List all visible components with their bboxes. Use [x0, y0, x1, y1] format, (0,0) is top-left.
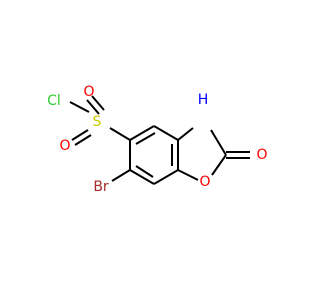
bond-s-o1-a: [91, 95, 105, 111]
background: [0, 0, 300, 300]
bond-s-cl: [69, 101, 90, 113]
bond-s-o2-a: [71, 129, 89, 141]
bond-c3-n: [177, 127, 194, 141]
bond-c6-br: [111, 169, 131, 182]
bond-c4-c5: [153, 169, 179, 185]
sulfonyl-oxygen-bottom-label: O: [59, 138, 70, 154]
bond-c1-s: [109, 127, 131, 141]
bond-c5-c6: [129, 169, 155, 185]
bond-c2o-oring: [211, 154, 227, 176]
bond-s-o2-b: [74, 134, 92, 146]
bond-c1-c2-inner: [135, 132, 156, 145]
bond-s-o1-b: [86, 99, 100, 115]
molecule-structure: Cl S O O H O O Br: [0, 0, 300, 300]
bond-c1-c2: [129, 125, 155, 141]
bonds: [69, 95, 250, 185]
sulfur-label: S: [93, 114, 102, 130]
nitrogen-hydrogen-label: H: [198, 92, 209, 108]
bond-oring-c4: [177, 169, 199, 181]
bond-n-c2o: [210, 129, 227, 156]
bond-c5-c6-inner: [135, 165, 154, 178]
carbonyl-oxygen-label: O: [256, 147, 267, 163]
bond-c2-c3: [153, 125, 179, 141]
chlorine-label: Cl: [47, 93, 61, 109]
bromine-label: Br: [93, 179, 109, 195]
atom-labels: Cl S O O H O O Br: [47, 84, 267, 195]
ring-oxygen-label: O: [199, 174, 210, 190]
sulfonyl-oxygen-top-label: O: [83, 84, 94, 100]
